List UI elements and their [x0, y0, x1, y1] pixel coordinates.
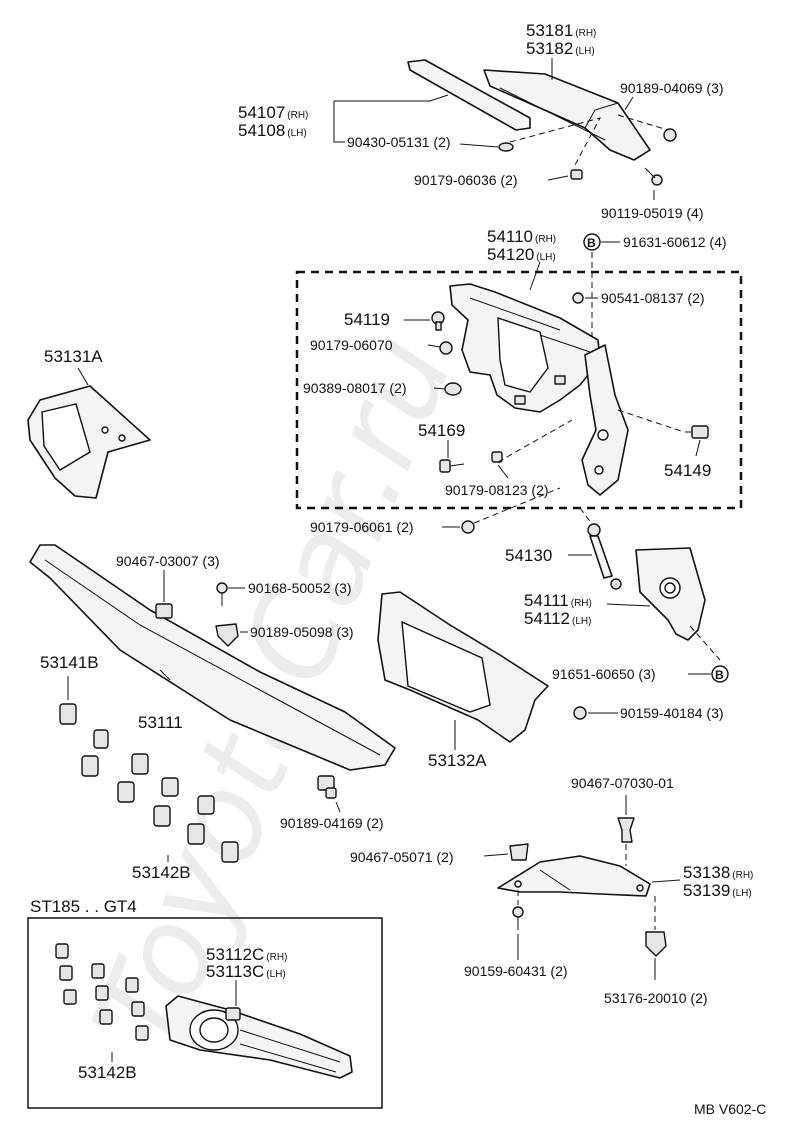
- label-53142B-main: 53142B: [132, 863, 191, 882]
- label-90389-08017: 90389-08017 (2): [303, 380, 407, 396]
- label-90159-40184: 90159-40184 (3): [620, 705, 724, 721]
- bolt-54119[interactable]: [431, 311, 445, 331]
- marker-b-bottom: B: [711, 665, 729, 683]
- label-91651-60650: 91651-60650 (3): [552, 666, 656, 682]
- clips-53142B-group[interactable]: [81, 729, 239, 863]
- label-54119: 54119: [344, 310, 390, 329]
- screw-90159-40184[interactable]: [573, 706, 587, 720]
- label-53139: 53139(LH): [683, 881, 752, 900]
- clip-90467-07030-01[interactable]: [617, 817, 635, 843]
- label-54111: 54111(RH): [524, 591, 592, 610]
- label-53131A: 53131A: [44, 347, 103, 366]
- svg-text:B: B: [587, 236, 596, 250]
- marker-b-top: B: [583, 233, 601, 251]
- rod-54130[interactable]: [587, 523, 622, 590]
- part-54107-drawing[interactable]: [407, 59, 531, 131]
- nut-90541-08137[interactable]: [572, 292, 584, 304]
- clip-90189-05098[interactable]: [215, 623, 239, 647]
- label-53142B-gt4: 53142B: [78, 1063, 137, 1082]
- nut-90389-08017[interactable]: [444, 382, 462, 396]
- label-90467-05071: 90467-05071 (2): [350, 849, 454, 865]
- part-53112C-fog-grille-drawing[interactable]: [165, 995, 353, 1079]
- label-91631-60612: 91631-60612 (4): [623, 234, 727, 250]
- screw-54149[interactable]: [685, 425, 709, 439]
- nut-90179-06036[interactable]: [570, 169, 583, 180]
- part-53131A-drawing[interactable]: [27, 385, 151, 499]
- part-53138-drawing[interactable]: [497, 855, 651, 897]
- screw-90168-50052[interactable]: [216, 582, 228, 606]
- label-53138: 53138(RH): [683, 863, 753, 882]
- label-54107: 54107(RH): [238, 103, 308, 122]
- clips-53142B-gt4-group[interactable]: [55, 943, 149, 1041]
- part-54149-bracket-drawing[interactable]: [581, 344, 629, 496]
- washer-90430-05131[interactable]: [498, 142, 514, 152]
- bolt-54169[interactable]: [439, 459, 465, 473]
- nut-90189-04069[interactable]: [663, 128, 677, 142]
- label-90189-05098: 90189-05098 (3): [250, 624, 354, 640]
- clip-53176-20010[interactable]: [645, 931, 667, 957]
- part-53132A-drawing[interactable]: [377, 591, 549, 743]
- label-54130: 54130: [505, 546, 552, 565]
- label-53182: 53182(LH): [526, 39, 595, 58]
- headlamp-bracket-group-box: [295, 270, 743, 510]
- label-90189-04069: 90189-04069 (3): [620, 80, 724, 96]
- part-54110-drawing[interactable]: [449, 283, 601, 413]
- bolt-90119-05019[interactable]: [644, 167, 663, 186]
- label-90189-04169: 90189-04169 (2): [280, 815, 384, 831]
- label-53111: 53111: [138, 713, 183, 732]
- label-53132A: 53132A: [428, 751, 487, 770]
- label-90179-08123: 90179-08123 (2): [445, 482, 549, 498]
- gt4-inset-box: [27, 917, 383, 1109]
- label-90179-06070: 90179-06070: [310, 337, 393, 353]
- label-53113C: 53113C(LH): [206, 962, 286, 981]
- label-90430-05131: 90430-05131 (2): [347, 134, 451, 150]
- label-54149: 54149: [664, 461, 711, 480]
- label-53181: 53181(RH): [526, 21, 596, 40]
- part-53111-drawing[interactable]: [29, 544, 396, 771]
- clip-90189-04169[interactable]: [317, 775, 337, 799]
- label-54108: 54108(LH): [238, 121, 307, 140]
- label-90119-05019: 90119-05019 (4): [601, 205, 703, 221]
- nut-90179-06070[interactable]: [439, 341, 453, 355]
- variant-label: ST185 . . GT4: [30, 897, 137, 916]
- label-53176-20010: 53176-20010 (2): [604, 990, 708, 1006]
- label-90179-06036: 90179-06036 (2): [414, 172, 518, 188]
- clip-90467-05071[interactable]: [509, 843, 529, 861]
- label-54169: 54169: [418, 421, 465, 440]
- label-54120: 54120(LH): [487, 245, 556, 264]
- clip-53141B[interactable]: [59, 703, 77, 725]
- part-54111-drawing[interactable]: [635, 547, 706, 641]
- nut-90179-08123[interactable]: [491, 451, 503, 463]
- diagram-code: MB V602-C: [694, 1101, 766, 1117]
- clip-90467-03007[interactable]: [155, 603, 173, 619]
- label-90467-07030-01: 90467-07030-01: [571, 775, 674, 791]
- label-90179-06061: 90179-06061 (2): [310, 519, 414, 535]
- label-53141B: 53141B: [40, 653, 99, 672]
- part-53181-drawing[interactable]: [483, 69, 651, 161]
- label-53112C: 53112C(RH): [206, 945, 287, 964]
- nut-90179-06061[interactable]: [461, 520, 475, 534]
- label-90159-60431: 90159-60431 (2): [464, 963, 568, 979]
- screw-90159-60431[interactable]: [512, 906, 524, 930]
- svg-text:B: B: [715, 668, 724, 682]
- label-90541-08137: 90541-08137 (2): [601, 290, 705, 306]
- label-90467-03007: 90467-03007 (3): [116, 553, 220, 569]
- label-54112: 54112(LH): [524, 609, 591, 628]
- label-54110: 54110(RH): [487, 227, 556, 246]
- label-90168-50052: 90168-50052 (3): [248, 580, 352, 596]
